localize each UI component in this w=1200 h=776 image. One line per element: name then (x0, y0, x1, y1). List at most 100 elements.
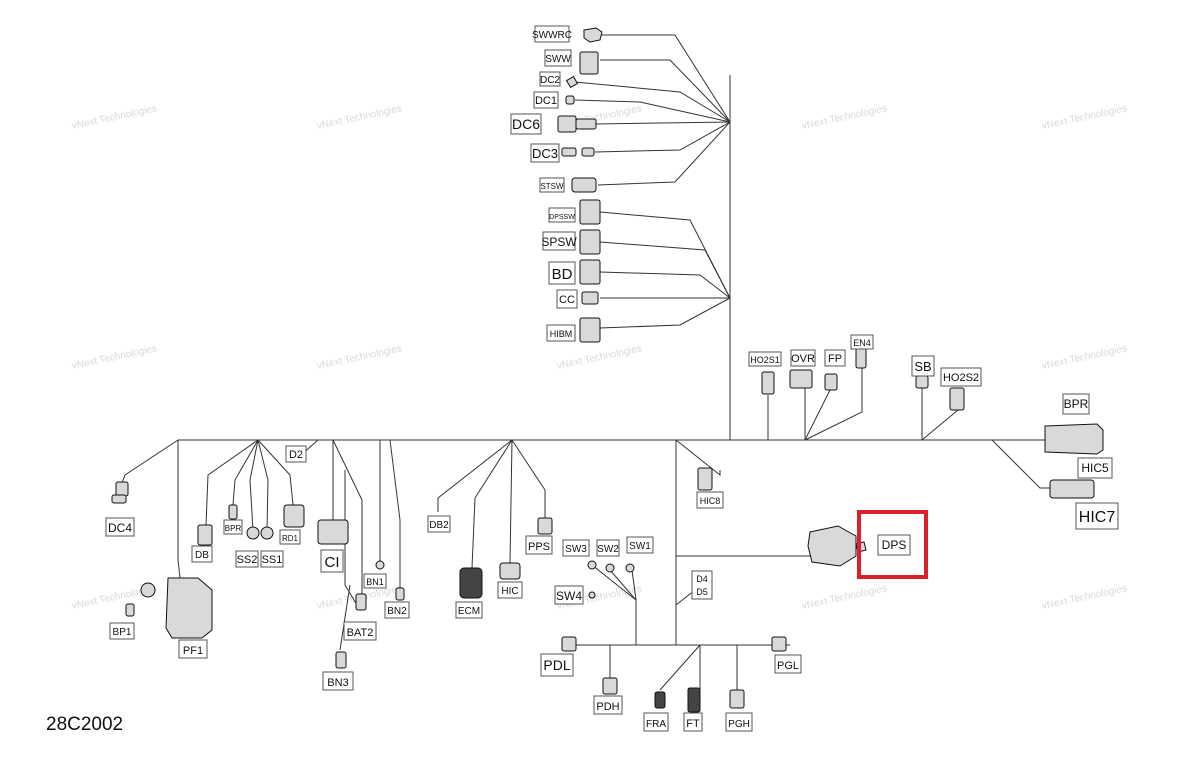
label-pf1[interactable]: PF1 (178, 639, 208, 659)
label-pps[interactable]: PPS (525, 535, 553, 555)
svg-text:SWWRC: SWWRC (532, 30, 572, 41)
label-sw4[interactable]: SW4 (554, 585, 584, 605)
label-hibm[interactable]: HIBM (546, 324, 576, 342)
svg-text:PDH: PDH (596, 701, 619, 713)
label-swwrc[interactable]: SWWRC (532, 25, 572, 43)
label-cc[interactable]: CC (556, 289, 578, 309)
svg-text:D5: D5 (696, 587, 708, 597)
watermark-text: vNext Technologies (1041, 343, 1128, 372)
svg-text:PDL: PDL (543, 657, 570, 673)
watermark-text: vNext Technologies (316, 343, 403, 372)
label-dpssw[interactable]: DPSSW (548, 207, 576, 223)
label-ci[interactable]: CI (320, 549, 344, 573)
label-bd[interactable]: BD (548, 261, 576, 285)
svg-text:BD: BD (552, 266, 573, 283)
label-pgh[interactable]: PGH (725, 712, 753, 732)
label-ecm[interactable]: ECM (455, 601, 483, 619)
svg-text:BP1: BP1 (113, 627, 132, 638)
watermark-text: vNext Technologies (1041, 583, 1128, 612)
svg-text:DC2: DC2 (540, 75, 560, 86)
label-ss1[interactable]: SS1 (260, 550, 284, 568)
label-bpr-right[interactable]: BPR (1062, 393, 1090, 415)
svg-text:BN1: BN1 (366, 577, 384, 587)
label-dc1[interactable]: DC1 (533, 91, 559, 109)
svg-text:DB2: DB2 (429, 520, 449, 531)
svg-text:SW2: SW2 (597, 544, 619, 555)
label-dc4[interactable]: DC4 (105, 517, 135, 537)
label-ss2[interactable]: SS2 (235, 550, 259, 568)
label-bpr-left[interactable]: BPR (223, 519, 243, 535)
label-d2[interactable]: D2 (285, 445, 307, 463)
svg-text:CI: CI (325, 554, 340, 571)
label-bn3[interactable]: BN3 (322, 671, 354, 691)
label-bat2[interactable]: BAT2 (343, 621, 377, 641)
svg-text:DC6: DC6 (512, 116, 540, 132)
label-hic[interactable]: HIC (497, 581, 523, 599)
diagram-code: 28C2002 (46, 714, 123, 735)
svg-text:OVR: OVR (791, 353, 815, 365)
svg-text:BN3: BN3 (327, 677, 348, 689)
label-fp[interactable]: FP (824, 349, 846, 367)
label-bn2[interactable]: BN2 (384, 601, 410, 619)
label-spsw[interactable]: SPSW (541, 231, 577, 251)
label-bp1[interactable]: BP1 (109, 622, 135, 640)
svg-text:DB: DB (195, 550, 209, 561)
watermark-text: vNext Technologies (801, 103, 888, 132)
label-dps[interactable]: DPS (877, 534, 911, 556)
label-hic5[interactable]: HIC5 (1077, 457, 1113, 479)
connector-labels: SWWRC SWW DC2 DC1 DC6 DC3 STSW DPSSW SPS… (105, 25, 1119, 732)
label-dc2[interactable]: DC2 (539, 71, 561, 87)
label-dc3[interactable]: DC3 (530, 143, 560, 163)
svg-text:DPS: DPS (882, 538, 907, 552)
label-sw3[interactable]: SW3 (562, 539, 590, 557)
svg-text:HIBM: HIBM (550, 329, 573, 339)
label-ho2s2[interactable]: HO2S2 (940, 367, 982, 387)
label-pgl[interactable]: PGL (774, 654, 802, 674)
watermark-text: vNext Technologies (71, 103, 158, 132)
label-db[interactable]: DB (191, 545, 213, 563)
label-sb[interactable]: SB (911, 355, 935, 377)
svg-text:DC1: DC1 (535, 95, 557, 107)
label-hic8[interactable]: HIC8 (696, 491, 724, 509)
svg-text:D4: D4 (696, 574, 708, 584)
label-d4-d5[interactable]: D4 D5 (691, 570, 713, 600)
label-hic7[interactable]: HIC7 (1075, 502, 1119, 530)
label-en4[interactable]: EN4 (850, 334, 874, 350)
watermark-text: vNext Technologies (801, 583, 888, 612)
label-db2[interactable]: DB2 (427, 515, 451, 533)
label-ovr[interactable]: OVR (790, 349, 816, 367)
label-sw1[interactable]: SW1 (626, 536, 654, 554)
svg-text:PPS: PPS (528, 541, 550, 553)
label-bn1[interactable]: BN1 (363, 573, 387, 589)
watermark-text: vNext Technologies (316, 103, 403, 132)
watermark-text: vNext Technologies (71, 343, 158, 372)
svg-text:RD1: RD1 (282, 534, 299, 543)
svg-text:SW3: SW3 (565, 544, 587, 555)
svg-text:HO2S1: HO2S1 (750, 355, 780, 365)
svg-text:PGH: PGH (728, 719, 750, 730)
label-pdl[interactable]: PDL (540, 653, 574, 677)
label-dc6[interactable]: DC6 (510, 113, 542, 135)
label-sww[interactable]: SWW (544, 49, 572, 67)
svg-text:D2: D2 (289, 449, 303, 461)
label-fra[interactable]: FRA (643, 712, 669, 732)
svg-text:SB: SB (914, 359, 931, 374)
wires (121, 34, 1050, 691)
selected-connector-highlight (857, 510, 928, 579)
label-ho2s1[interactable]: HO2S1 (748, 351, 782, 367)
svg-text:SS1: SS1 (262, 554, 283, 566)
label-pdh[interactable]: PDH (593, 695, 623, 715)
label-ft[interactable]: FT (683, 712, 703, 732)
svg-text:ECM: ECM (458, 606, 480, 617)
svg-text:HIC8: HIC8 (700, 496, 721, 506)
label-rd1[interactable]: RD1 (279, 529, 301, 545)
label-stsw[interactable]: STSW (539, 177, 565, 193)
svg-text:STSW: STSW (540, 182, 564, 191)
svg-text:DC4: DC4 (108, 521, 132, 535)
svg-text:SW4: SW4 (556, 589, 582, 603)
svg-text:BN2: BN2 (387, 606, 407, 617)
svg-text:BPR: BPR (1064, 397, 1089, 411)
svg-text:FP: FP (828, 353, 842, 365)
label-sw2[interactable]: SW2 (596, 539, 620, 557)
